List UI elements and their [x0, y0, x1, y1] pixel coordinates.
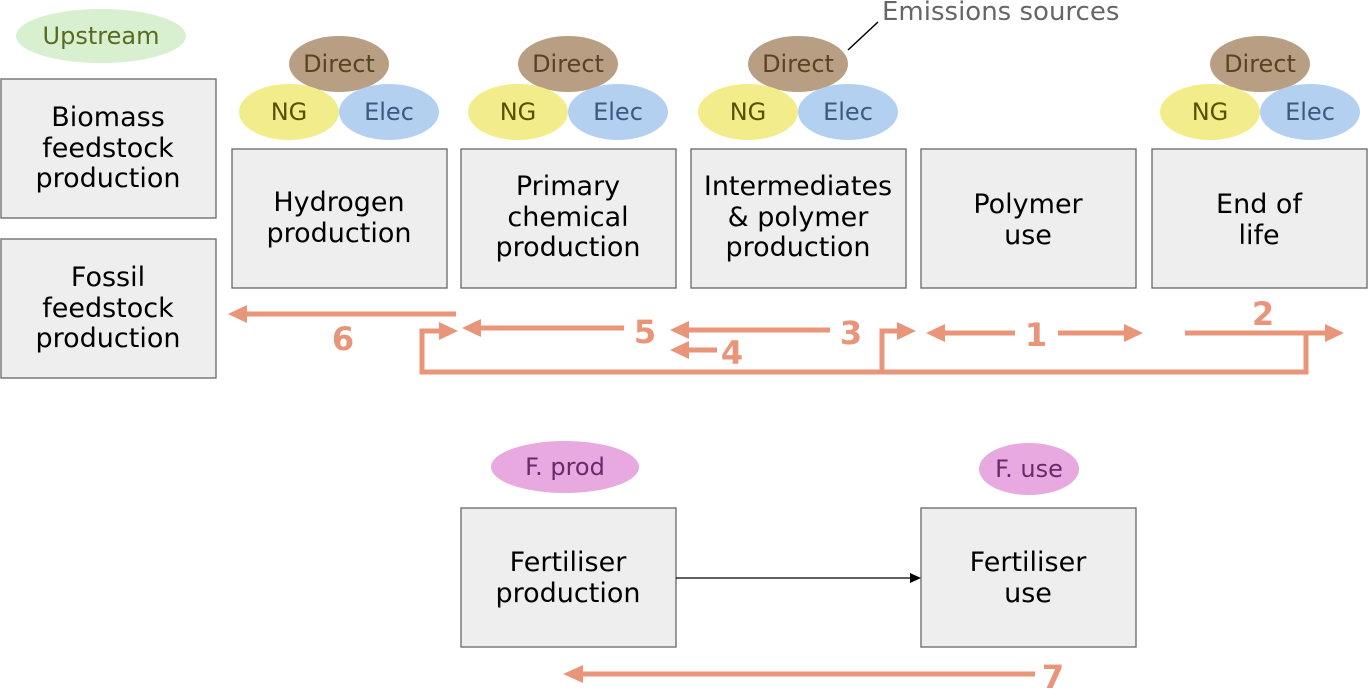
box-primary-line3: production: [496, 232, 641, 263]
elec-label: Elec: [1285, 98, 1335, 126]
box-intermediates-line1: Intermediates: [704, 171, 892, 202]
box-end-of-life-line2: life: [1238, 220, 1279, 251]
arrow-number-7: 7: [1042, 658, 1064, 696]
box-hydrogen-line1: Hydrogen: [273, 187, 404, 218]
emissions-sources-label: Emissions sources: [882, 0, 1119, 27]
ng-label: NG: [500, 98, 537, 126]
box-intermediates-line3: production: [726, 232, 871, 263]
box-fossil-feedstock: Fossil feedstock production: [0, 238, 217, 379]
elec-label: Elec: [823, 98, 873, 126]
box-fert-use-line2: use: [1004, 578, 1052, 609]
ng-label: NG: [1192, 98, 1229, 126]
box-fert-production-line2: production: [496, 578, 641, 609]
arrow-2: 2: [1185, 295, 1344, 342]
arrow-6: 6: [228, 305, 456, 358]
emission-group-end-of-life: Direct NG Elec: [1160, 36, 1360, 140]
arrow-1: 1: [926, 316, 1143, 354]
emission-group-intermediates: Direct NG Elec: [698, 36, 898, 140]
box-fert-use-line1: Fertiliser: [970, 547, 1088, 578]
box-polymer-use-line2: use: [1004, 220, 1052, 251]
emission-group-hydrogen: Direct NG Elec: [239, 36, 439, 140]
ng-label: NG: [730, 98, 767, 126]
arrow-3: 3: [670, 314, 862, 352]
direct-label: Direct: [303, 50, 375, 78]
direct-label: Direct: [1224, 50, 1296, 78]
box-fertiliser-use: Fertiliser use: [920, 507, 1137, 648]
box-primary-chemical-production: Primary chemical production: [460, 148, 677, 289]
box-intermediates-line2: & polymer: [728, 202, 870, 233]
direct-label: Direct: [532, 50, 604, 78]
arrow-7: 7: [563, 658, 1064, 696]
ng-label: NG: [271, 98, 308, 126]
box-polymer-use: Polymer use: [920, 148, 1137, 289]
box-fossil-line3: production: [36, 323, 181, 354]
box-biomass-line3: production: [36, 163, 181, 194]
recycling-loop: [419, 322, 1309, 375]
emission-group-primary: Direct NG Elec: [468, 36, 668, 140]
box-fossil-line1: Fossil: [71, 262, 145, 293]
arrow-number-1: 1: [1025, 316, 1047, 354]
elec-label: Elec: [593, 98, 643, 126]
upstream-label: Upstream: [43, 22, 160, 50]
box-end-of-life: End of life: [1151, 148, 1368, 289]
elec-label: Elec: [364, 98, 414, 126]
f-use-label: F. use: [995, 455, 1063, 483]
box-polymer-use-line1: Polymer: [973, 189, 1083, 220]
box-primary-line2: chemical: [507, 202, 628, 233]
box-end-of-life-line1: End of: [1216, 189, 1303, 220]
f-prod-badge: F. prod: [491, 441, 639, 493]
arrow-5: 5: [462, 313, 656, 351]
box-hydrogen-production: Hydrogen production: [231, 148, 448, 289]
box-fossil-line2: feedstock: [42, 293, 174, 324]
arrow-number-6: 6: [332, 320, 354, 358]
box-biomass-feedstock: Biomass feedstock production: [0, 78, 217, 219]
arrow-number-5: 5: [634, 313, 656, 351]
box-hydrogen-line2: production: [267, 218, 412, 249]
arrow-number-3: 3: [840, 314, 862, 352]
box-biomass-line1: Biomass: [51, 102, 165, 133]
box-biomass-line2: feedstock: [42, 133, 174, 164]
f-prod-label: F. prod: [525, 453, 605, 481]
upstream-badge: Upstream: [16, 9, 186, 63]
direct-label: Direct: [762, 50, 834, 78]
arrow-4: 4: [670, 334, 743, 372]
box-primary-line1: Primary: [516, 171, 620, 202]
emissions-callout-line: [847, 21, 879, 51]
box-intermediates-polymer-production: Intermediates & polymer production: [690, 148, 907, 289]
box-fert-production-line1: Fertiliser: [510, 547, 628, 578]
fertiliser-flow-arrow: [676, 573, 921, 583]
arrow-number-4: 4: [721, 334, 743, 372]
box-fertiliser-production: Fertiliser production: [460, 507, 677, 648]
arrow-number-2: 2: [1252, 295, 1274, 333]
f-use-badge: F. use: [979, 443, 1079, 495]
